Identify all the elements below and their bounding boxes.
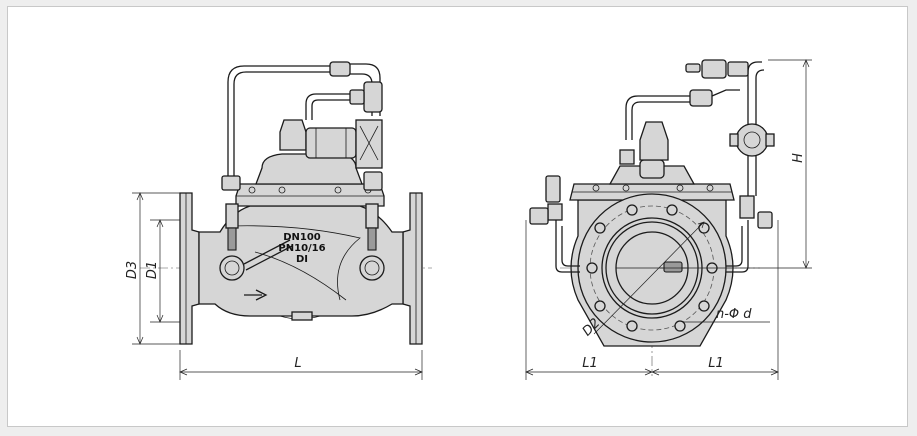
dim-l1-left-label: L1: [582, 356, 598, 371]
valve-body: [198, 205, 404, 317]
dim-d1-label: D1: [145, 261, 160, 279]
dim-l1-right-label: L1: [708, 356, 724, 371]
bolt-hole-label: n-Φ d: [716, 307, 752, 322]
end-view: H D2 n-Φ d L1 L1: [525, 59, 812, 380]
side-view: DN100 PN10/16 DI D3 D1 L: [125, 61, 432, 380]
dim-l-label: L: [294, 356, 301, 371]
material-label: DI: [296, 254, 308, 265]
pressure-label: PN10/16: [278, 243, 325, 254]
size-label: DN100: [283, 232, 321, 243]
right-ball-valve-icon: [359, 255, 385, 281]
left-flange: [179, 192, 200, 345]
pilot-valve: [279, 119, 307, 151]
control-tube: [227, 65, 330, 180]
strainer-icon: [735, 123, 769, 157]
left-ball-valve-icon: [219, 255, 245, 281]
flow-arrow-icon: [244, 289, 268, 301]
bonnet: [235, 183, 385, 207]
dim-d3-label: D3: [125, 261, 140, 279]
right-flange: [402, 192, 423, 345]
dim-h-label: H: [791, 153, 806, 163]
